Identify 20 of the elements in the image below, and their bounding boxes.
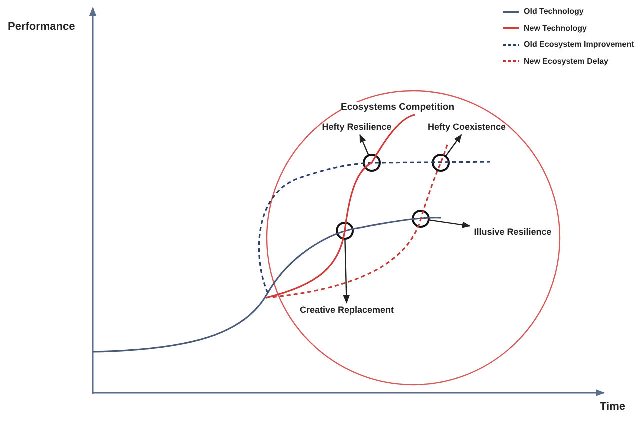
arrow xyxy=(446,134,462,156)
intersection-circle xyxy=(363,154,381,172)
competition-ellipse xyxy=(266,90,561,386)
intersection-circle xyxy=(432,154,450,172)
arrow xyxy=(430,220,471,228)
callout-label: Illusive Resilience xyxy=(472,227,554,238)
callout-label: Creative Replacement xyxy=(300,305,394,316)
intersection-circle xyxy=(412,210,430,228)
intersection-circle xyxy=(336,222,354,240)
ellipse-heading: Ecosystems Competition xyxy=(341,102,454,113)
legend-text: New Technology xyxy=(524,22,587,34)
axis-title: Performance xyxy=(8,22,76,33)
arrow xyxy=(360,134,370,155)
arrow xyxy=(343,240,350,304)
legend-text: New Ecosystem Delay xyxy=(524,56,608,66)
callout-label: Hefty Resilience xyxy=(322,122,392,133)
legend-text: Old Ecosystem Improvement xyxy=(524,39,634,50)
axis-title: Time xyxy=(600,402,626,413)
callout-label: Hefty Coexistence xyxy=(428,122,506,133)
legend-text: Old Technology xyxy=(524,6,584,17)
